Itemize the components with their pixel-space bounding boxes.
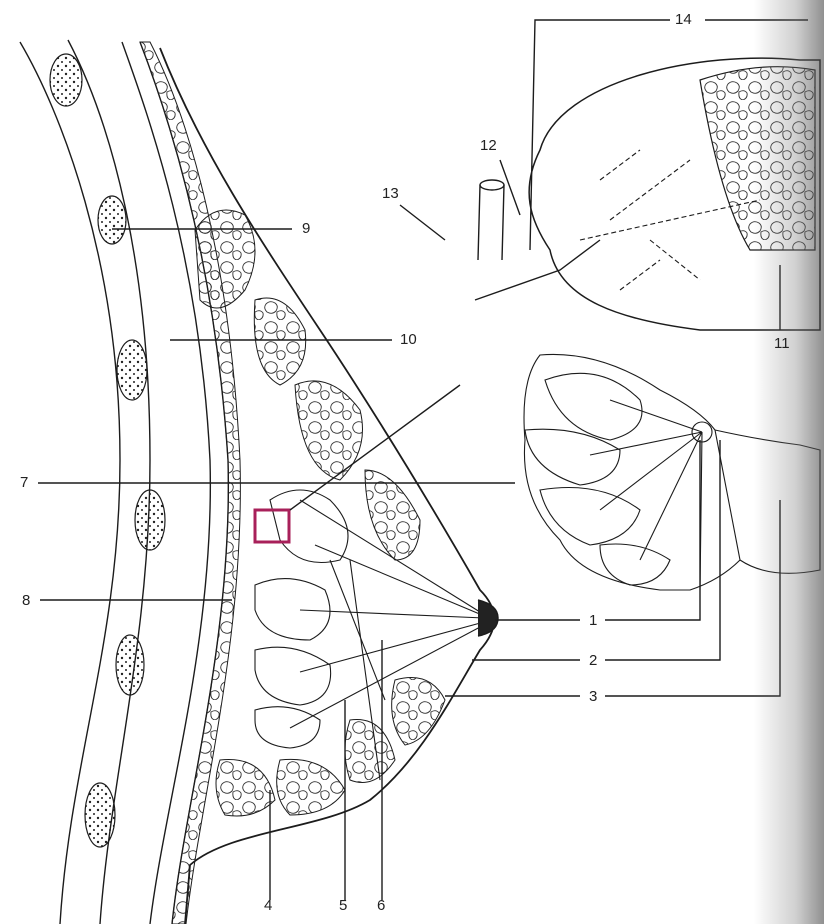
label-12: 12: [480, 138, 497, 154]
nipple: [478, 600, 498, 636]
label-6: 6: [377, 898, 385, 914]
rib-sections: [50, 54, 165, 847]
duct-stub: [478, 180, 504, 260]
label-8: 8: [22, 593, 30, 609]
scan-edge-shading: [754, 0, 824, 924]
label-7: 7: [20, 475, 28, 491]
label-9: 9: [302, 221, 310, 237]
label-14: 14: [675, 12, 692, 28]
label-13: 13: [382, 186, 399, 202]
label-5: 5: [339, 898, 347, 914]
highlight-box: [255, 510, 289, 542]
label-10: 10: [400, 332, 417, 348]
label-11: 11: [774, 336, 790, 352]
label-3: 3: [589, 689, 597, 705]
leader-lines: [38, 20, 808, 900]
label-4: 4: [264, 898, 272, 914]
label-1: 1: [589, 613, 597, 629]
label-2: 2: [589, 653, 597, 669]
